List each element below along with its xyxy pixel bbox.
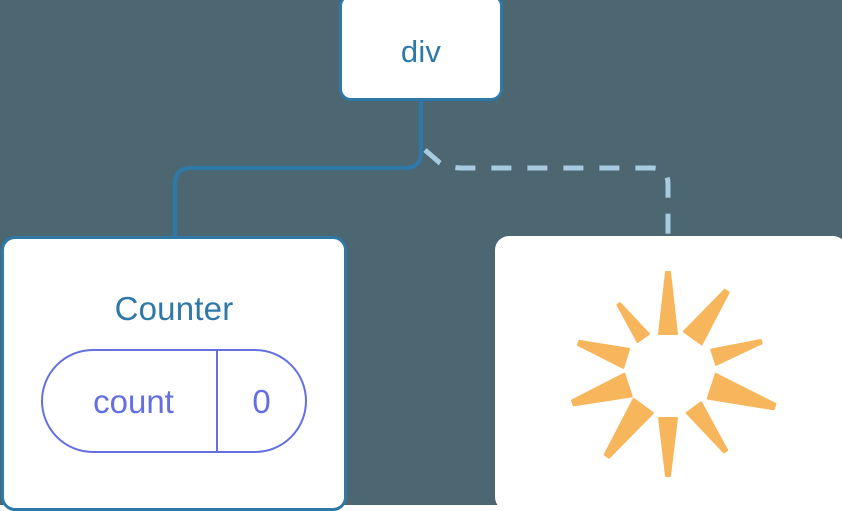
burst-ray-5 xyxy=(658,417,678,477)
burst-ray-2 xyxy=(710,339,763,366)
node-burst[interactable] xyxy=(495,236,842,511)
state-pill-count[interactable]: count 0 xyxy=(41,349,307,453)
node-counter-title: Counter xyxy=(114,290,234,327)
state-pill-value: 0 xyxy=(252,382,271,420)
state-pill-divider xyxy=(216,351,218,451)
node-div[interactable]: div xyxy=(339,0,503,101)
sparkle-burst-icon xyxy=(571,271,777,477)
edge-div-to-counter xyxy=(173,98,423,240)
burst-ray-8 xyxy=(576,339,631,369)
node-counter[interactable]: Counter count 0 xyxy=(1,236,347,511)
burst-ray-4 xyxy=(685,401,729,454)
node-div-label: div xyxy=(400,34,442,69)
burst-ray-3 xyxy=(706,372,777,411)
burst-ray-7 xyxy=(571,372,633,407)
state-pill-key: count xyxy=(93,382,174,420)
burst-ray-1 xyxy=(682,288,730,346)
burst-ray-0 xyxy=(658,271,678,335)
burst-ray-9 xyxy=(616,302,650,344)
edge-div-to-burst xyxy=(423,148,671,238)
burst-ray-6 xyxy=(603,397,654,459)
